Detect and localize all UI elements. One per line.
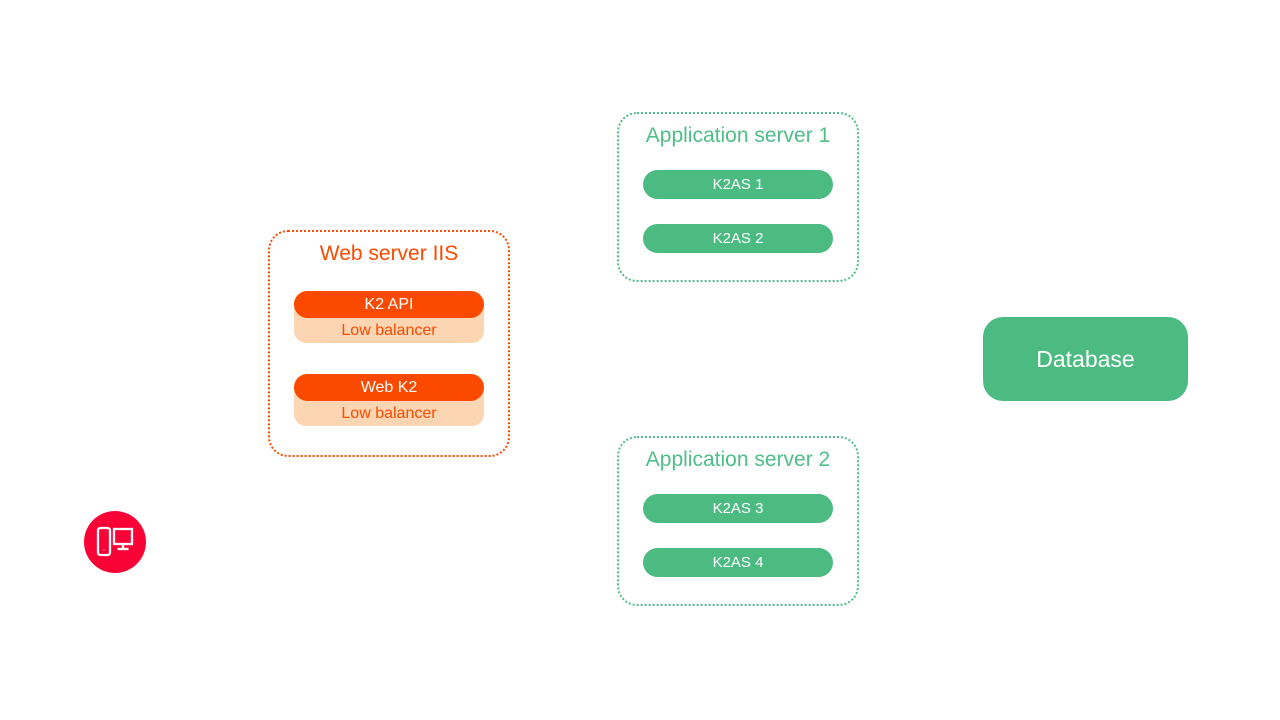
component-sublabel: Low balancer [341,322,437,339]
component-name: K2 API [294,291,484,318]
node-k2as-4: K2AS 4 [643,548,833,577]
node-k2as-3: K2AS 3 [643,494,833,523]
web-server-group-title: Web server IIS [319,242,459,265]
app-server-2-title: Application server 2 [645,448,831,471]
desktop-computer-icon [96,526,134,557]
component-name: Web K2 [294,374,484,401]
component-sublabel: Low balancer [341,405,437,422]
web-component-k2-api: K2 API Low balancer [294,291,484,343]
app-server-1-title: Application server 1 [645,124,831,147]
app-server-1-group: Application server 1 K2AS 1 K2AS 2 [617,112,859,282]
client-node [84,511,146,573]
database-node: Database [983,317,1188,401]
web-component-web-k2: Web K2 Low balancer [294,374,484,426]
app-server-2-group: Application server 2 K2AS 3 K2AS 4 [617,436,859,606]
web-server-group: Web server IIS K2 API Low balancer Web K… [268,230,510,457]
node-k2as-2: K2AS 2 [643,224,833,253]
node-k2as-1: K2AS 1 [643,170,833,199]
